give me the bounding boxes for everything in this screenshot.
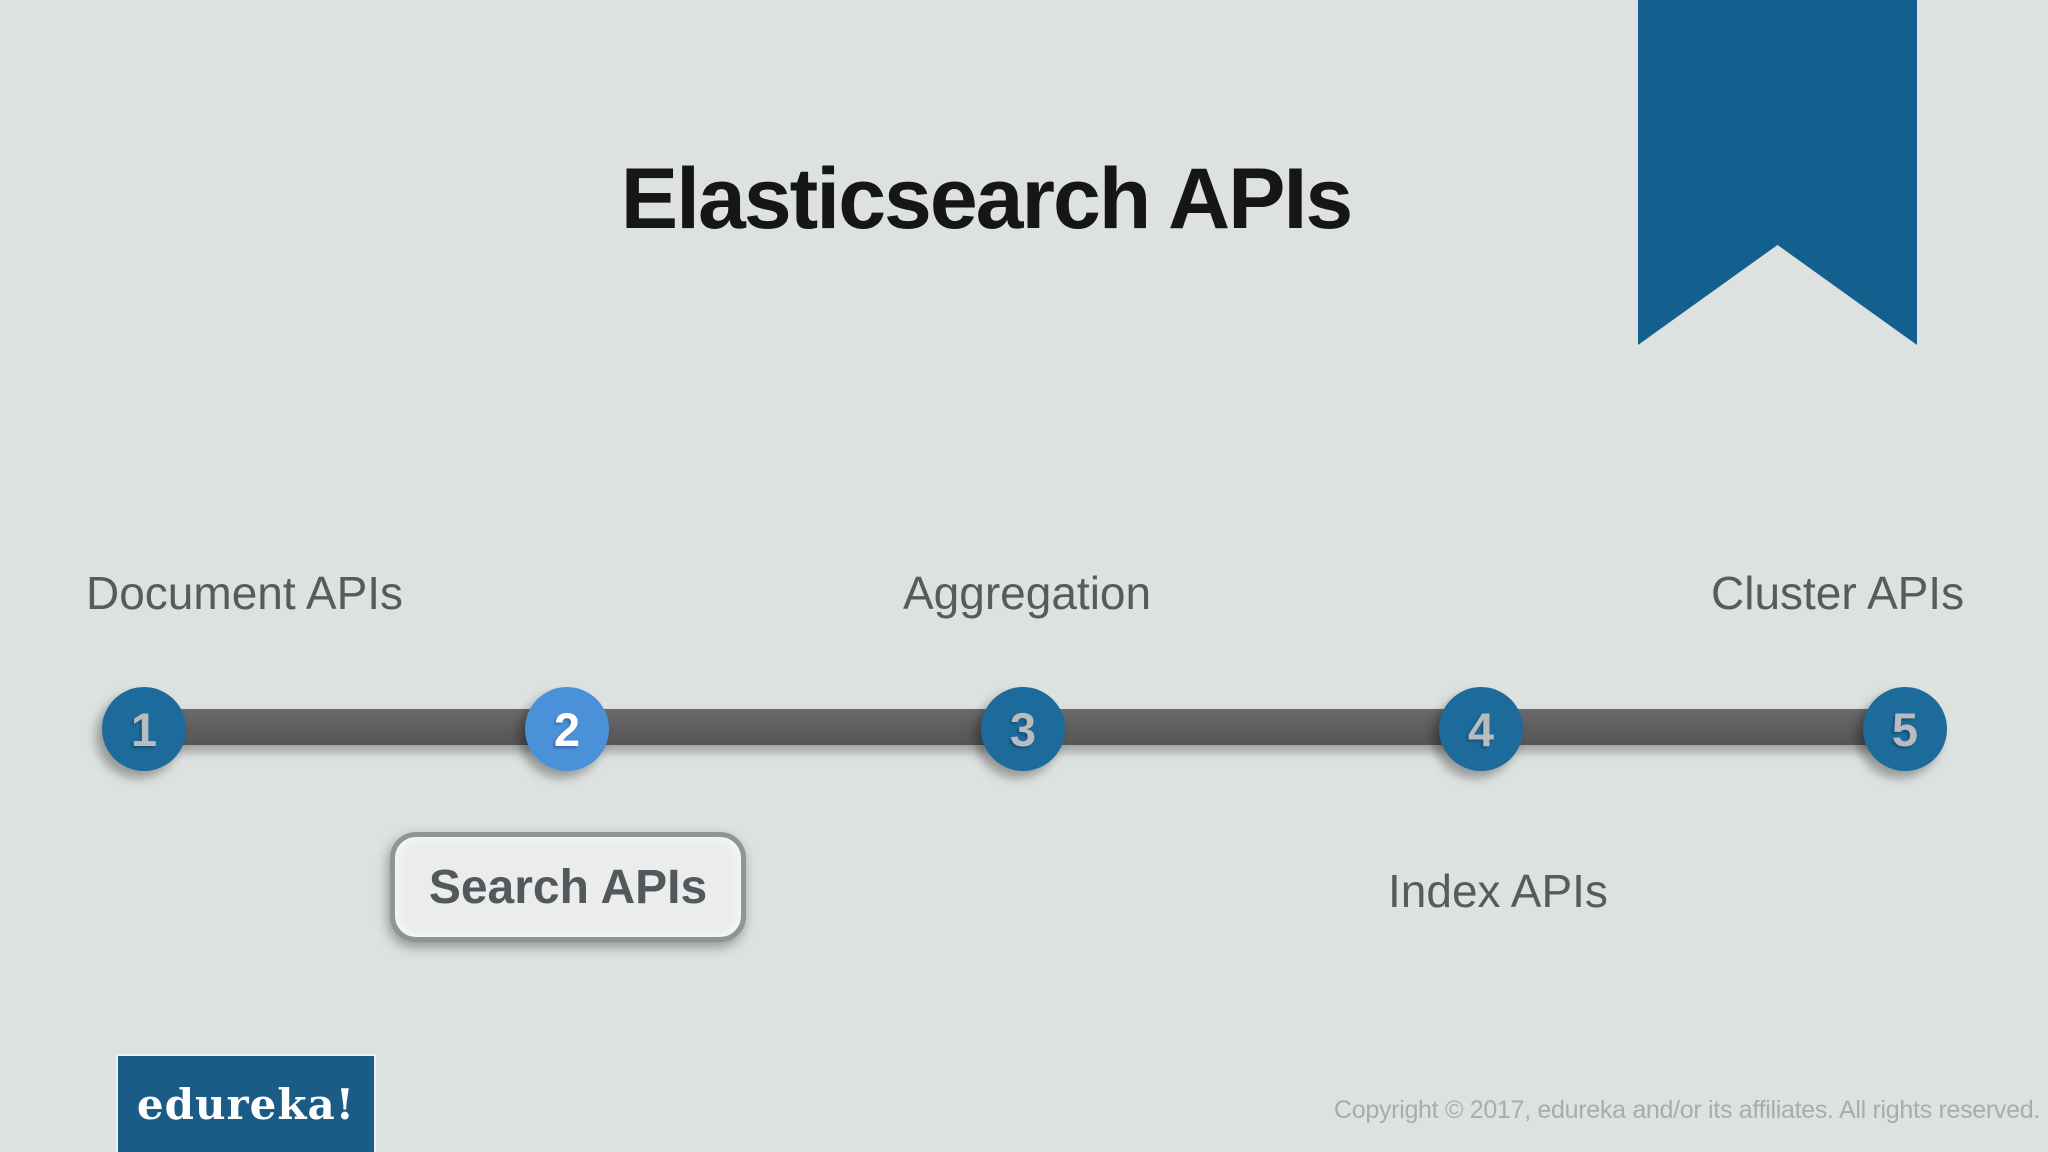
step-number-3: 3 [1009, 702, 1037, 756]
timeline-step-2-active: 2 [525, 687, 609, 771]
step-number-1: 1 [130, 702, 158, 756]
step-number-5: 5 [1891, 702, 1919, 756]
timeline-step-4: 4 [1439, 687, 1523, 771]
step-number-4: 4 [1467, 702, 1495, 756]
step-number-2: 2 [553, 702, 581, 756]
edureka-logo-text: edureka! [136, 1079, 356, 1129]
stage-label-cluster-apis: Cluster APIs [1711, 567, 1965, 619]
timeline-step-5: 5 [1863, 687, 1947, 771]
timeline-step-1: 1 [102, 687, 186, 771]
page-title: Elasticsearch APIs [620, 150, 1353, 247]
search-apis-button: Search APIs [390, 832, 746, 942]
stage-label-document-apis: Document APIs [86, 567, 404, 619]
edureka-logo: edureka! [118, 1056, 374, 1152]
timeline-step-3: 3 [981, 687, 1065, 771]
stage-label-aggregation: Aggregation [903, 567, 1152, 619]
search-apis-button-label: Search APIs [428, 860, 708, 914]
copyright-text: Copyright © 2017, edureka and/or its aff… [1334, 1096, 2040, 1124]
stage-label-index-apis: Index APIs [1388, 865, 1608, 917]
bookmark-ribbon-icon [1638, 0, 1917, 345]
